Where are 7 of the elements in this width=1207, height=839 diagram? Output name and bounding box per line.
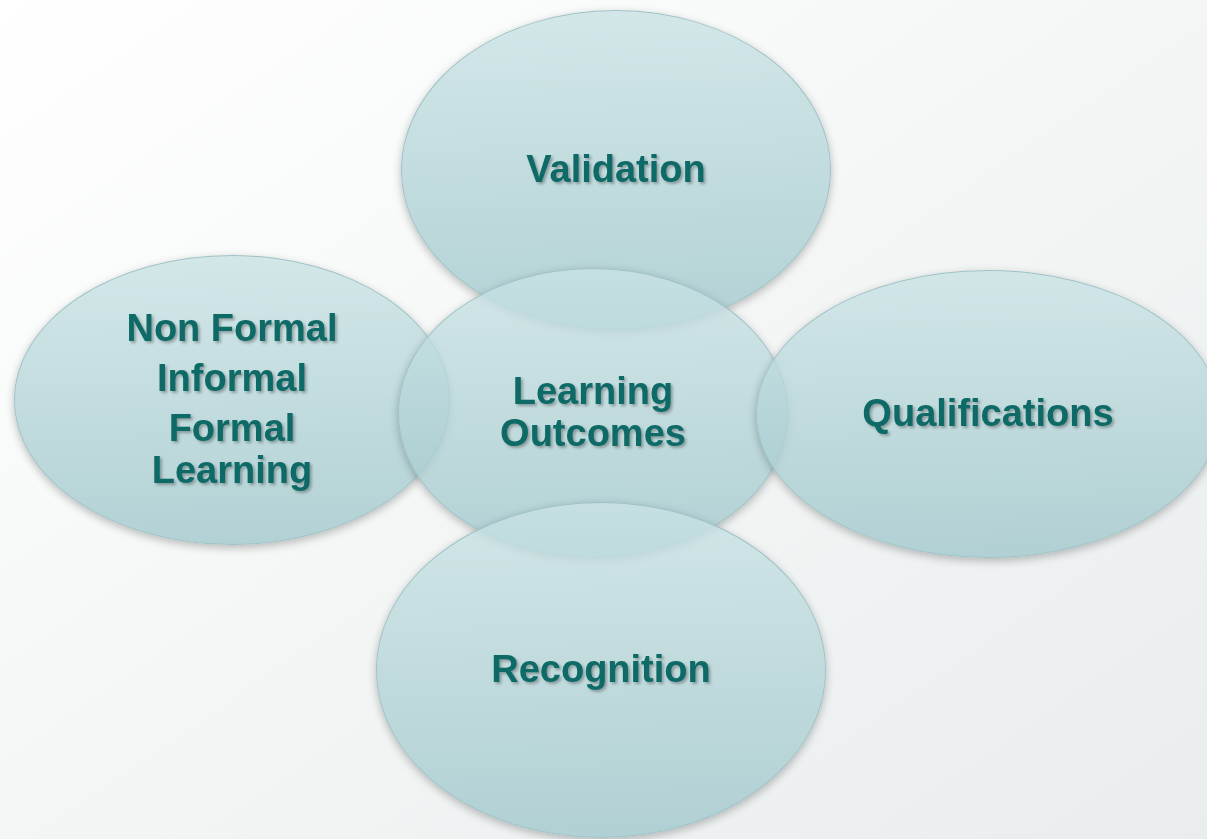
node-label: Formal Learning xyxy=(150,408,314,492)
node-label: Informal xyxy=(157,358,307,400)
node-label: Learning Outcomes xyxy=(499,371,687,455)
node-label: Non Formal xyxy=(126,308,338,351)
node-label: Recognition xyxy=(491,649,711,691)
node-label: Qualifications xyxy=(862,393,1114,435)
node-label: Validation xyxy=(526,149,706,191)
